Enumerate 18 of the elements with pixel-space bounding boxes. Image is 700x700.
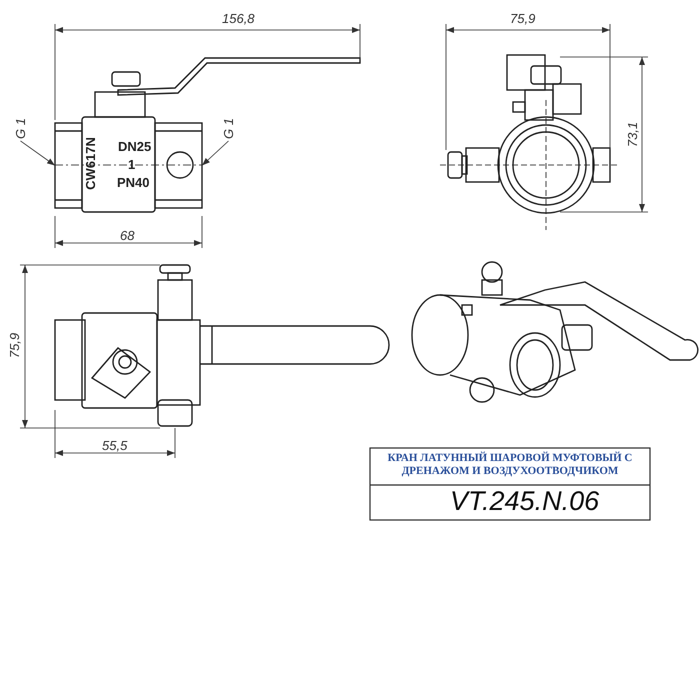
leader-line <box>202 140 229 166</box>
threaded-socket <box>154 122 203 209</box>
material-marking: CW617N <box>84 137 97 190</box>
dimension-value: 68 <box>120 229 134 242</box>
drawing-number: VT.245.N.06 <box>450 488 600 515</box>
thread-size-label: G 1 <box>14 118 27 139</box>
leader-line <box>20 140 56 166</box>
size-marking: DN25 <box>118 140 152 153</box>
dimension-value: 73,1 <box>626 122 640 148</box>
title-text: КРАН ЛАТУННЫЙ ШАРОВОЙ МУФТОВЫЙ С ДРЕНАЖОМ И ВОЗДУХООТВОДЧИКОМ <box>386 452 634 478</box>
dimension-value: 75,9 <box>8 332 22 358</box>
dimension-value: 75,9 <box>510 12 536 25</box>
threaded-socket <box>54 122 83 209</box>
dimension-value: 55,5 <box>102 439 128 452</box>
dimension-value: 156,8 <box>222 12 255 25</box>
thread-size-label: G 1 <box>222 118 235 139</box>
pressure-marking: PN40 <box>117 176 150 189</box>
size-marking: 1 <box>128 158 136 171</box>
